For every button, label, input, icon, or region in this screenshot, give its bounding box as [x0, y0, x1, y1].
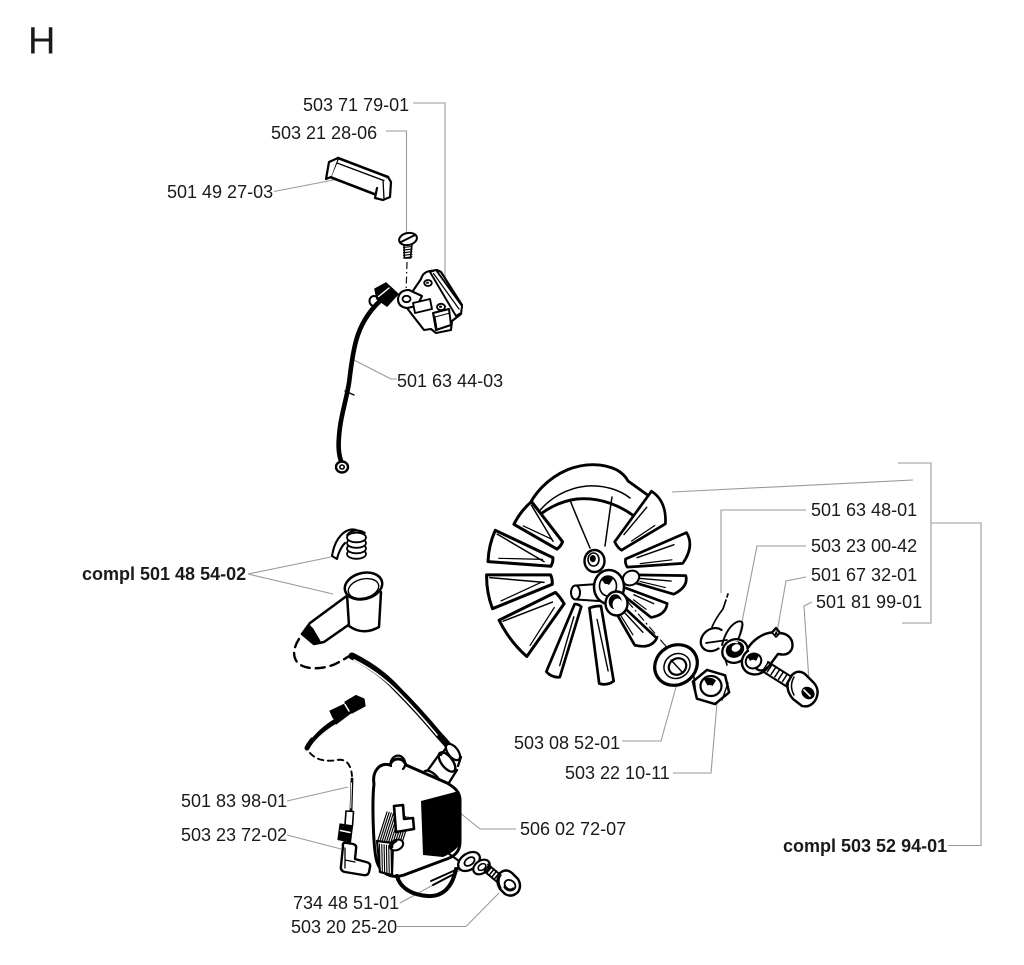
svg-text:503 21 28-06: 503 21 28-06: [271, 123, 377, 143]
svg-text:501 63 44-03: 501 63 44-03: [397, 371, 503, 391]
svg-text:503 20 25-20: 503 20 25-20: [291, 917, 397, 937]
svg-text:503 22 10-11: 503 22 10-11: [565, 763, 670, 783]
svg-text:503 08 52-01: 503 08 52-01: [514, 733, 620, 753]
svg-text:501 63 48-01: 501 63 48-01: [811, 500, 917, 520]
svg-text:501 81 99-01: 501 81 99-01: [816, 592, 922, 612]
svg-text:506 02 72-07: 506 02 72-07: [520, 819, 626, 839]
svg-text:503 23 72-02: 503 23 72-02: [181, 825, 287, 845]
svg-text:503 71 79-01: 503 71 79-01: [303, 95, 409, 115]
svg-text:501 83 98-01: 501 83 98-01: [181, 791, 287, 811]
svg-text:H: H: [28, 21, 55, 63]
svg-text:compl 503 52 94-01: compl 503 52 94-01: [783, 836, 947, 856]
svg-text:734 48 51-01: 734 48 51-01: [293, 893, 399, 913]
svg-text:501 49 27-03: 501 49 27-03: [167, 182, 273, 202]
svg-text:503 23 00-42: 503 23 00-42: [811, 536, 917, 556]
svg-text:compl 501 48 54-02: compl 501 48 54-02: [82, 564, 246, 584]
svg-text:501 67 32-01: 501 67 32-01: [811, 565, 917, 585]
